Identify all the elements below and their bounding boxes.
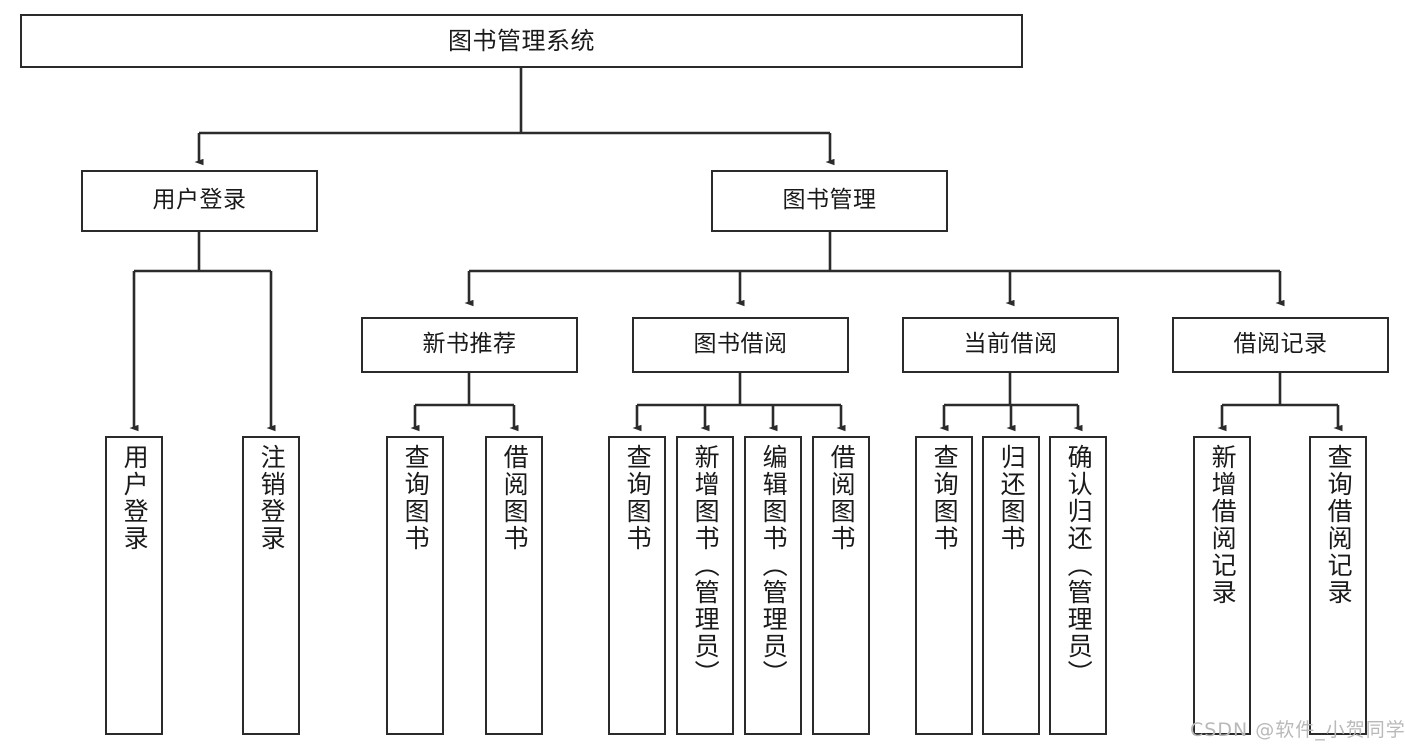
node-label: 用户登录 xyxy=(152,187,247,214)
node-label: 图书管理系统 xyxy=(448,26,595,55)
node-label: 图书管理 xyxy=(782,187,877,214)
node-book-management[interactable]: 图书管理 xyxy=(711,170,948,232)
node-label: 新增图书（管理员） xyxy=(691,444,721,687)
node-borrow-record[interactable]: 借阅记录 xyxy=(1172,317,1389,373)
leaf-currentborrow-confirm-return-admin[interactable]: 确认归还（管理员） xyxy=(1049,436,1107,735)
node-new-book-recommend[interactable]: 新书推荐 xyxy=(361,317,578,373)
node-label: 查询图书 xyxy=(930,444,960,552)
node-label: 编辑图书（管理员） xyxy=(759,444,789,687)
leaf-currentborrow-query-book[interactable]: 查询图书 xyxy=(915,436,973,735)
leaf-newbook-borrow-book[interactable]: 借阅图书 xyxy=(485,436,543,735)
node-label: 用户登录 xyxy=(120,444,150,552)
node-label: 查询图书 xyxy=(401,444,431,552)
leaf-borrowrecord-query-record[interactable]: 查询借阅记录 xyxy=(1309,436,1367,735)
csdn-watermark: CSDN @软件_小贺同学 xyxy=(1190,719,1405,741)
leaf-bookborrow-query-book[interactable]: 查询图书 xyxy=(608,436,666,735)
leaf-user-login[interactable]: 用户登录 xyxy=(105,436,163,735)
node-label: 归还图书 xyxy=(997,444,1027,552)
node-label: 新增借阅记录 xyxy=(1208,444,1238,606)
leaf-bookborrow-edit-book-admin[interactable]: 编辑图书（管理员） xyxy=(744,436,802,735)
node-label: 注销登录 xyxy=(257,444,287,552)
leaf-borrowrecord-add-record[interactable]: 新增借阅记录 xyxy=(1193,436,1251,735)
node-label: 借阅记录 xyxy=(1233,331,1328,358)
node-user-login[interactable]: 用户登录 xyxy=(81,170,318,232)
node-label: 查询借阅记录 xyxy=(1324,444,1354,606)
node-root-book-management-system[interactable]: 图书管理系统 xyxy=(20,14,1023,68)
node-current-borrow[interactable]: 当前借阅 xyxy=(902,317,1119,373)
node-label: 当前借阅 xyxy=(963,331,1058,358)
leaf-newbook-query-book[interactable]: 查询图书 xyxy=(386,436,444,735)
node-label: 新书推荐 xyxy=(422,331,517,358)
node-label: 借阅图书 xyxy=(500,444,530,552)
node-label: 图书借阅 xyxy=(693,331,788,358)
leaf-bookborrow-borrow-book[interactable]: 借阅图书 xyxy=(812,436,870,735)
leaf-currentborrow-return-book[interactable]: 归还图书 xyxy=(982,436,1040,735)
leaf-bookborrow-add-book-admin[interactable]: 新增图书（管理员） xyxy=(676,436,734,735)
node-book-borrow[interactable]: 图书借阅 xyxy=(632,317,849,373)
node-label: 确认归还（管理员） xyxy=(1064,444,1094,687)
node-label: 借阅图书 xyxy=(827,444,857,552)
node-label: 查询图书 xyxy=(623,444,653,552)
leaf-logout[interactable]: 注销登录 xyxy=(242,436,300,735)
